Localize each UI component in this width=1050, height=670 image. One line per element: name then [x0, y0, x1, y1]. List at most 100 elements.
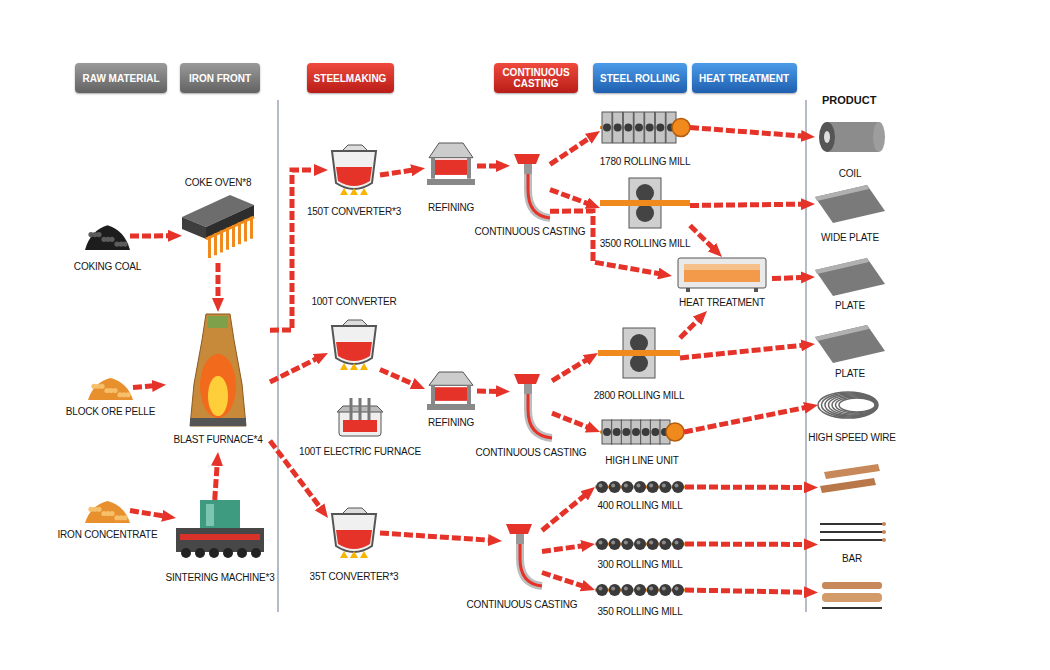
roller	[647, 538, 659, 550]
molten-steel	[435, 160, 467, 175]
art-shape	[429, 372, 473, 385]
art-shape	[200, 500, 240, 530]
flow-arrow	[550, 135, 593, 164]
lump	[99, 384, 104, 389]
art-shape	[467, 385, 471, 404]
stage-tag: CONTINUOUS CASTING	[494, 63, 578, 93]
process-node: 2800 ROLLING MILL	[598, 328, 680, 378]
lump	[96, 507, 101, 512]
process-label: CONTINUOUS CASTING	[476, 447, 587, 459]
column-heading: PRODUCT	[822, 94, 876, 106]
flame	[340, 363, 348, 370]
hot-plate	[684, 264, 760, 282]
art-shape	[176, 528, 264, 552]
lump	[109, 237, 114, 242]
flow-arrow	[685, 542, 810, 547]
roller	[651, 428, 659, 436]
bar-rod	[820, 539, 884, 541]
stand-housing	[613, 112, 623, 143]
equipment-icon	[182, 195, 254, 258]
roller-shine	[599, 541, 603, 545]
stage-label: RAW MATERIAL	[82, 73, 159, 84]
process-label: CONTINUOUS CASTING	[467, 599, 578, 611]
roll	[630, 354, 648, 372]
flow-arrow	[216, 263, 221, 304]
equipment-icon	[506, 524, 542, 586]
process-label: CONTINUOUS CASTING	[475, 226, 586, 238]
roller	[634, 584, 646, 596]
process-label: REFINING	[428, 202, 474, 214]
roller	[609, 584, 621, 596]
flow-arrow	[684, 407, 810, 432]
equipment-icon	[514, 374, 552, 438]
molten-steel	[343, 420, 377, 432]
stage-tag: STEELMAKING	[307, 63, 394, 93]
equipment-icon	[819, 122, 885, 152]
roller	[632, 428, 640, 436]
stage-tag: STEEL ROLLING	[593, 63, 687, 93]
process-node: COIL	[815, 118, 885, 156]
electrode	[350, 398, 353, 420]
art-shape	[190, 418, 246, 426]
process-node: HIGH LINE UNIT	[600, 418, 684, 446]
process-label: PLATE	[835, 368, 865, 380]
stand-housing	[612, 420, 622, 444]
roller	[622, 428, 630, 436]
process-node: SINTERING MACHINE*3	[176, 500, 264, 560]
roller	[647, 481, 659, 493]
roller	[659, 584, 671, 596]
mould	[516, 534, 524, 544]
coil-face	[819, 122, 835, 152]
roller-shine	[624, 484, 628, 488]
process-node: BLAST FURNACE*4	[166, 312, 270, 452]
bar-end	[882, 538, 886, 542]
process-node: COKING COAL	[85, 222, 130, 250]
process-label: HEAT TREATMENT	[679, 297, 765, 309]
flow-arrow	[680, 345, 807, 358]
bar-rod	[824, 464, 880, 479]
flow-arrow	[380, 370, 418, 386]
art-shape	[754, 288, 758, 292]
process-node: BAR	[818, 462, 886, 612]
lump	[122, 515, 127, 520]
flow-arrow	[133, 385, 158, 387]
stand-housing	[641, 420, 651, 444]
strand	[528, 174, 550, 218]
mould	[524, 384, 532, 394]
art-shape	[427, 404, 475, 410]
process-label: IRON CONCENTRATE	[58, 529, 158, 541]
equipment-icon	[427, 372, 475, 410]
pile	[88, 378, 133, 400]
molten-steel	[336, 530, 372, 549]
process-label: 300 ROLLING MILL	[597, 559, 682, 571]
plate-body	[815, 185, 885, 223]
stand-housing	[623, 112, 633, 143]
lump	[96, 232, 101, 237]
roller	[672, 538, 684, 550]
equipment-icon	[85, 501, 130, 523]
equipment-icon	[815, 185, 885, 223]
tundish	[514, 374, 540, 384]
roller	[621, 481, 633, 493]
coil	[672, 119, 690, 137]
process-node: HIGH SPEED WIRE	[818, 390, 886, 420]
flame	[340, 188, 348, 195]
process-label: SINTERING MACHINE*3	[166, 572, 275, 584]
stage-tag: RAW MATERIAL	[75, 63, 167, 93]
roller	[634, 481, 646, 493]
process-label: WIDE PLATE	[821, 232, 879, 244]
flow-arrow	[130, 233, 174, 238]
roller	[647, 584, 659, 596]
process-label: 1780 ROLLING MILL	[600, 156, 691, 168]
roller-shine	[662, 587, 666, 591]
stand-housing	[655, 112, 665, 143]
wire-ring	[839, 398, 875, 412]
pile	[85, 225, 130, 250]
tundish	[506, 524, 532, 534]
roller	[672, 584, 684, 596]
roller	[624, 124, 632, 132]
roller	[596, 481, 608, 493]
flame	[350, 363, 358, 370]
flame	[360, 188, 368, 195]
